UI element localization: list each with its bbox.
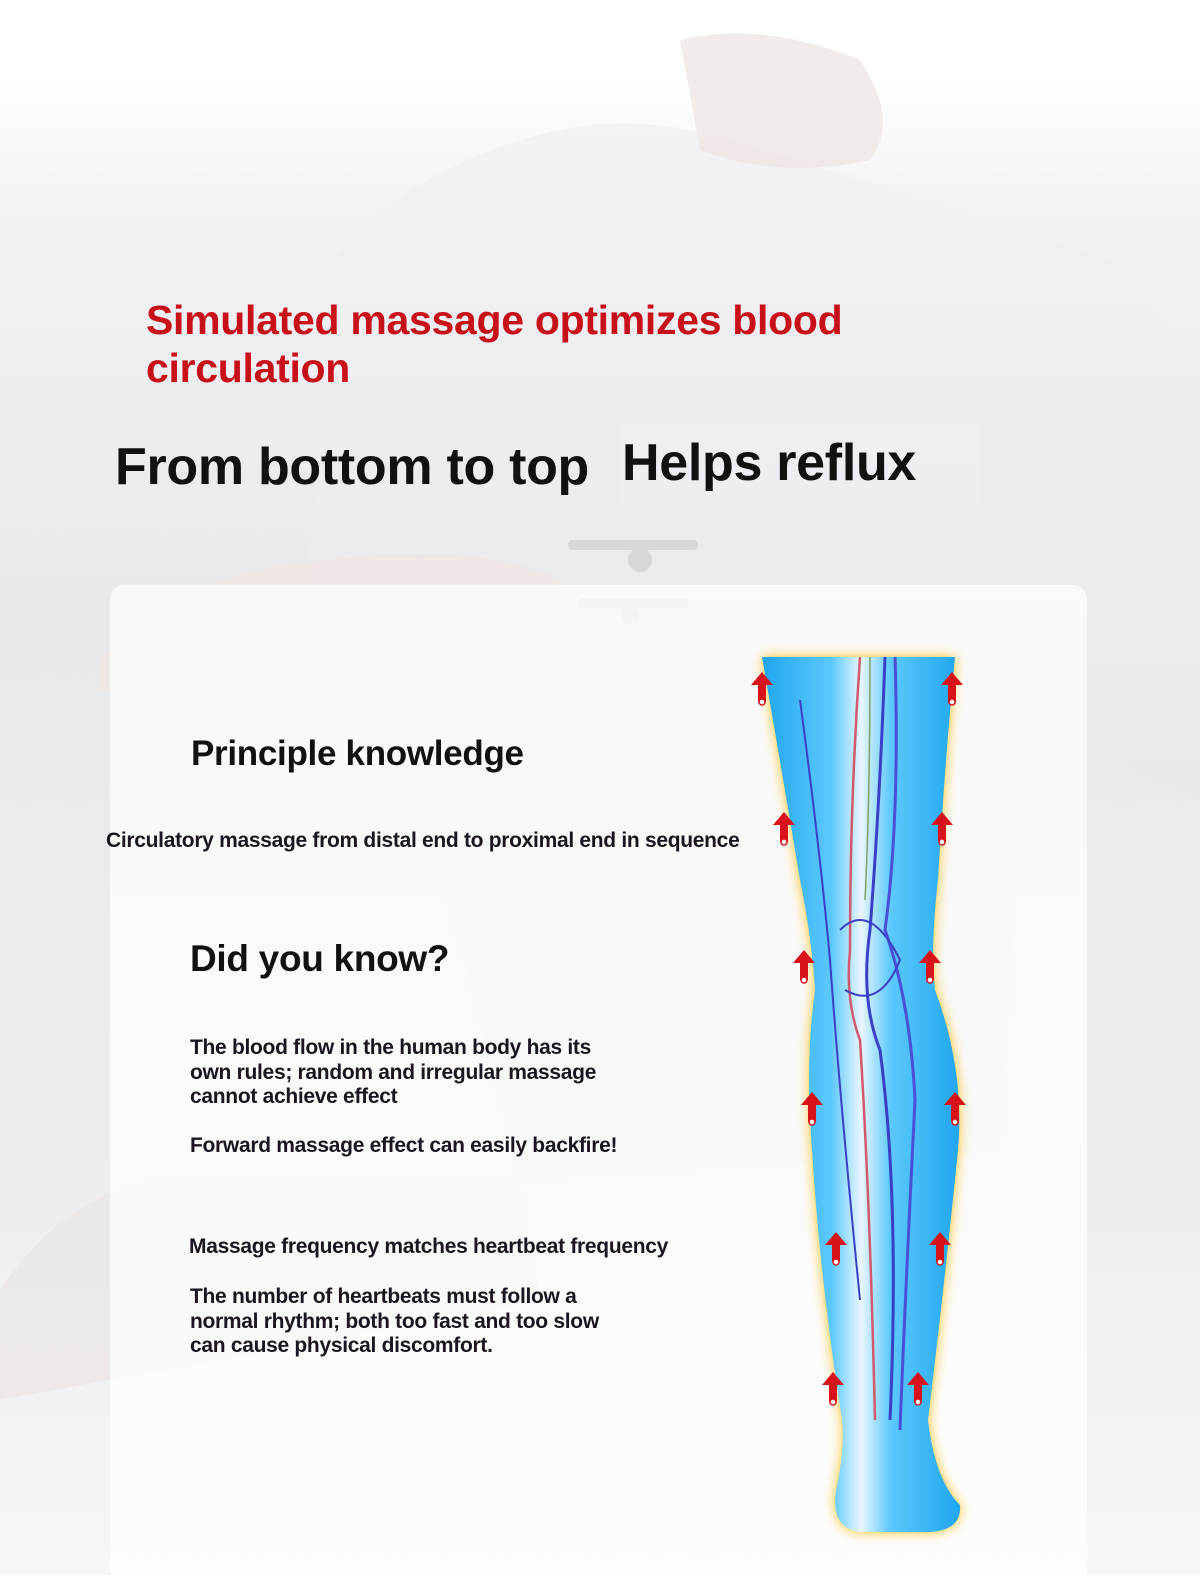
did-you-know-title: Did you know? [190,938,450,979]
leg-circulation-illustration [750,656,967,1532]
principle-text: Circulatory massage from distal end to p… [106,829,740,852]
principle-title: Principle knowledge [191,734,524,773]
fact-text-1: The blood flow in the human body has its… [190,1036,597,1108]
slogan-bottom-to-top: From bottom to top [115,438,590,496]
slogan-box [620,420,980,510]
fact-text-3: Massage frequency matches heartbeat freq… [189,1235,669,1258]
fact-text-2: Forward massage effect can easily backfi… [190,1134,618,1157]
headline: Simulated massage optimizes blood circul… [146,297,843,391]
veins [799,656,917,1431]
fact-text-4: The number of heartbeats must follow a n… [190,1285,599,1357]
slogan-helps-reflux: Helps reflux [622,434,917,492]
